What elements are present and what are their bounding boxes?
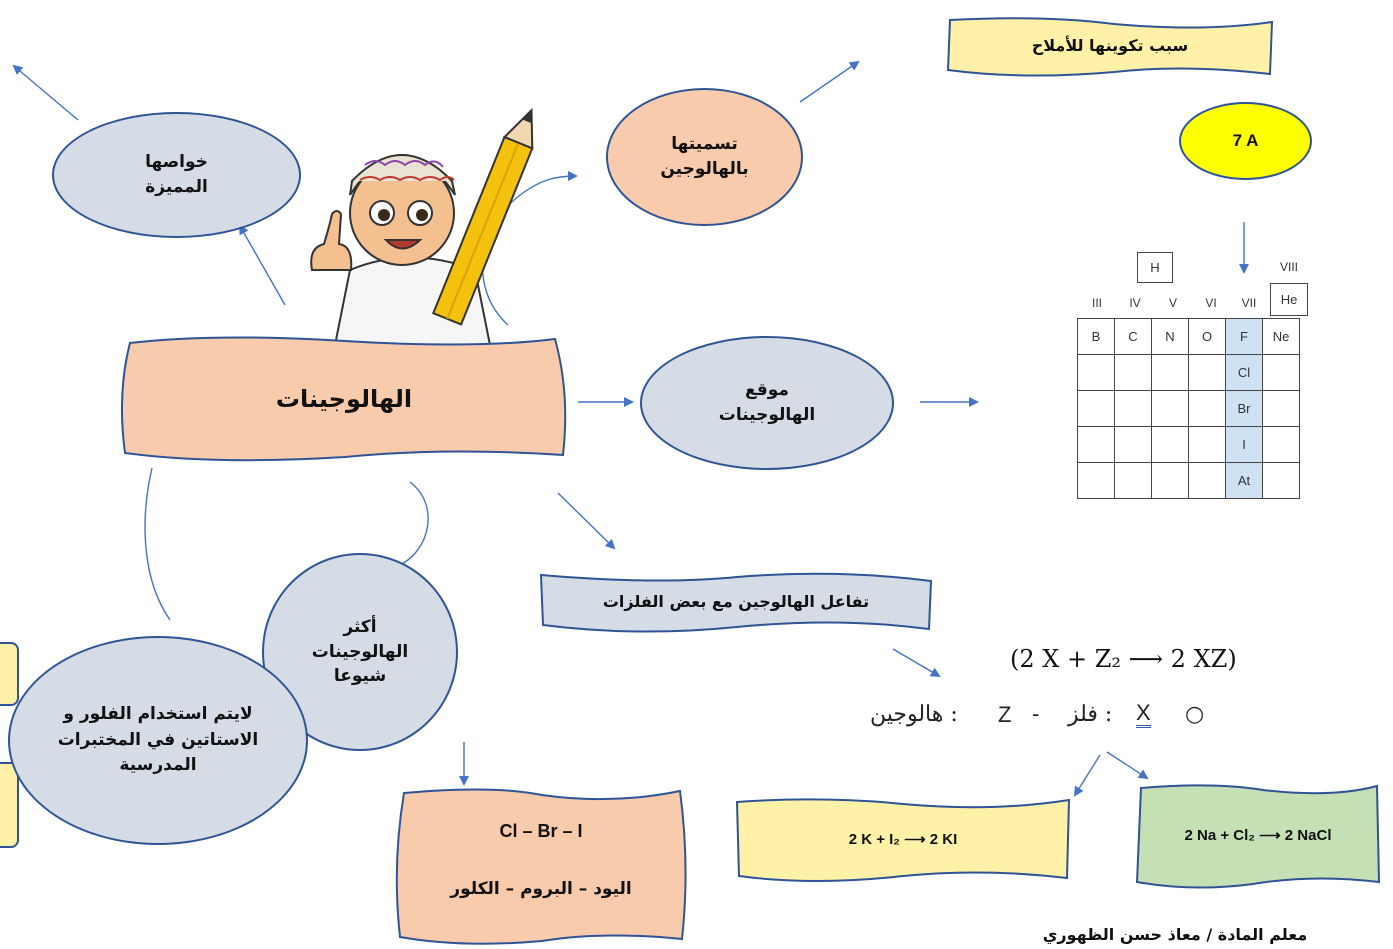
node-location: موقع الهالوجينات [640, 336, 894, 470]
pt-cell-halogen: I [1225, 426, 1263, 463]
equation-legend: ○ : فلز X - : هالوجين Z [870, 702, 1215, 736]
pt-h-cell: H [1137, 252, 1173, 283]
main-topic-shape [120, 336, 567, 462]
pt-row: I [1077, 426, 1300, 463]
main-topic-label: الهالوجينات [275, 385, 413, 413]
legend-separator: - [1032, 702, 1040, 727]
boy-with-pencil-illustration [310, 107, 534, 345]
pt-cell-halogen: At [1225, 462, 1263, 499]
common-halogens-box: Cl – Br – I اليود – البروم – الكلور [392, 785, 690, 946]
legend-x-symbol: X [1136, 702, 1151, 728]
pt-he-cell: He [1270, 283, 1308, 316]
example-sodium-label: 2 Na + Cl₂ ⟶ 2 NaCl [1184, 827, 1332, 844]
legend-metal-meaning: : فلز [1068, 702, 1113, 727]
pt-grid: B C N O F Ne Cl Br I At [1077, 318, 1300, 499]
general-equation: (2 X + Z₂ ⟶ 2 XZ) [1010, 645, 1237, 673]
node-properties: خواصها المميزة [52, 112, 301, 238]
example-sodium-box: 2 Na + Cl₂ ⟶ 2 NaCl [1133, 782, 1383, 892]
node-location-label: موقع الهالوجينات [718, 379, 816, 426]
example-potassium-label: 2 K + I₂ ⟶ 2 KI [848, 831, 958, 848]
node-salts-reason: سبب تكوينها للأملاح [944, 14, 1276, 80]
connector-left [144, 467, 171, 621]
edge-box-top [0, 642, 19, 706]
node-naming: تسميتها بالهالوجين [606, 88, 803, 226]
node-not-used-label: لايتم استخدام الفلور و الاستاتين في المخ… [57, 704, 259, 776]
pt-cell: C [1114, 318, 1152, 355]
salts-reason-label: سبب تكوينها للأملاح [1031, 35, 1189, 55]
arrow-to-equation [892, 648, 941, 678]
pt-group-iv: IV [1129, 296, 1141, 310]
node-reaction-title: تفاعل الهالوجين مع بعض الفلزات [537, 571, 935, 637]
node-group-7a: 7 A [1179, 102, 1312, 180]
sodium-shape [1135, 784, 1381, 889]
salts-reason-shape [946, 17, 1274, 77]
pt-group-vii: VII [1241, 296, 1257, 310]
common-halogens-symbols: Cl – Br – I [499, 820, 583, 841]
pt-cell-halogen: F [1225, 318, 1263, 355]
node-properties-label: خواصها المميزة [145, 151, 208, 198]
reaction-title-label: تفاعل الهالوجين مع بعض الفلزات [602, 591, 870, 611]
periodic-table: H VIII III IV V VI VII He B C N O F Ne C… [1077, 250, 1312, 505]
pt-cell: N [1151, 318, 1189, 355]
pt-row: Cl [1077, 354, 1300, 391]
teacher-credit: معلم المادة / معاذ حسن الظهوري [1042, 925, 1308, 944]
pt-row: At [1077, 462, 1300, 499]
common-halogens-names: اليود – البروم – الكلور [450, 879, 632, 899]
arrow-to-corner [12, 64, 79, 121]
connector-right [399, 481, 429, 566]
main-topic-box: الهالوجينات [115, 333, 573, 465]
node-group-7a-label: 7 A [1232, 131, 1259, 150]
example-potassium-box: 2 K + I₂ ⟶ 2 KI [733, 796, 1073, 886]
pt-cell: Ne [1262, 318, 1300, 355]
legend-z-symbol: Z [998, 702, 1012, 727]
arrow-to-reaction [557, 492, 616, 550]
common-halogens-shape [395, 788, 687, 945]
pt-cell-halogen: Cl [1225, 354, 1263, 391]
potassium-shape [735, 798, 1071, 882]
pt-row: Br [1077, 390, 1300, 427]
legend-halogen-meaning: : هالوجين [870, 702, 958, 727]
pt-group-iii: III [1091, 296, 1102, 310]
node-naming-label: تسميتها بالهالوجين [660, 133, 749, 180]
node-most-common-label: أكثر الهالوجينات شيوعا [311, 617, 409, 687]
pt-group-viii: VIII [1279, 260, 1298, 274]
reaction-title-shape [539, 572, 933, 633]
pt-group-vi: VI [1205, 296, 1217, 310]
pt-group-v: V [1168, 296, 1177, 310]
arrow-to-sodium [1106, 751, 1149, 780]
edge-box-bottom [0, 762, 19, 848]
node-not-used: لايتم استخدام الفلور و الاستاتين في المخ… [8, 636, 308, 845]
pt-cell-halogen: Br [1225, 390, 1263, 427]
arrow-to-potassium [1073, 754, 1101, 797]
arrow-to-properties [239, 224, 286, 306]
pt-cell: O [1188, 318, 1226, 355]
pt-cell: B [1077, 318, 1115, 355]
legend-bullet: ○ [1185, 702, 1205, 727]
arrow-naming-out [799, 60, 860, 103]
pt-row: B C N O F Ne [1077, 318, 1300, 355]
